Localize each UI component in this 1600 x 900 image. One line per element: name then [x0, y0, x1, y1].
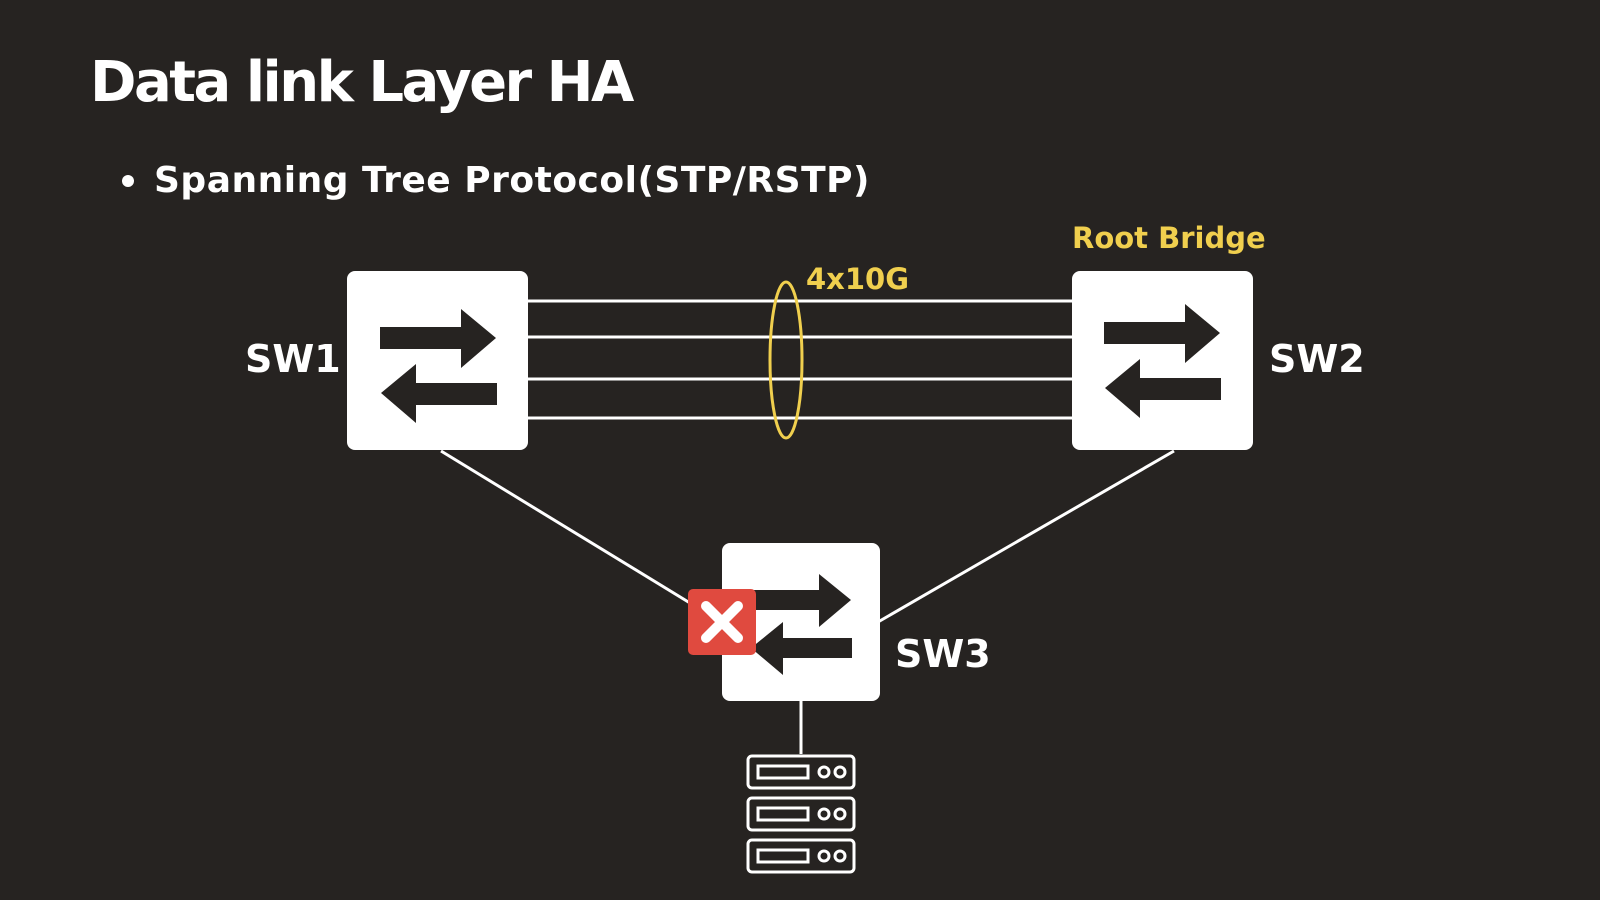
- sw1-label: SW1: [245, 337, 341, 381]
- sw3-label: SW3: [895, 632, 991, 676]
- link-bundle: [527, 299, 1072, 420]
- bullet-text: Spanning Tree Protocol(STP/RSTP): [154, 160, 870, 201]
- server-rack-icon: [746, 754, 856, 874]
- slide-title: Data link Layer HA: [90, 50, 634, 115]
- bullet-item: Spanning Tree Protocol(STP/RSTP): [122, 160, 870, 201]
- sw2-label: SW2: [1269, 337, 1365, 381]
- sw3-switch-icon: [722, 543, 880, 701]
- sw1-switch-icon: [347, 271, 528, 450]
- link-aggregation-ellipse: [768, 280, 804, 440]
- link-sw1-sw3: [440, 449, 691, 605]
- bullet-dot: [122, 174, 134, 187]
- link-sw2-sw3: [877, 449, 1175, 624]
- blocked-port-icon: [688, 589, 756, 655]
- root-bridge-label: Root Bridge: [1072, 221, 1266, 255]
- sw2-switch-icon: [1072, 271, 1253, 450]
- link-bundle-label: 4x10G: [806, 262, 910, 296]
